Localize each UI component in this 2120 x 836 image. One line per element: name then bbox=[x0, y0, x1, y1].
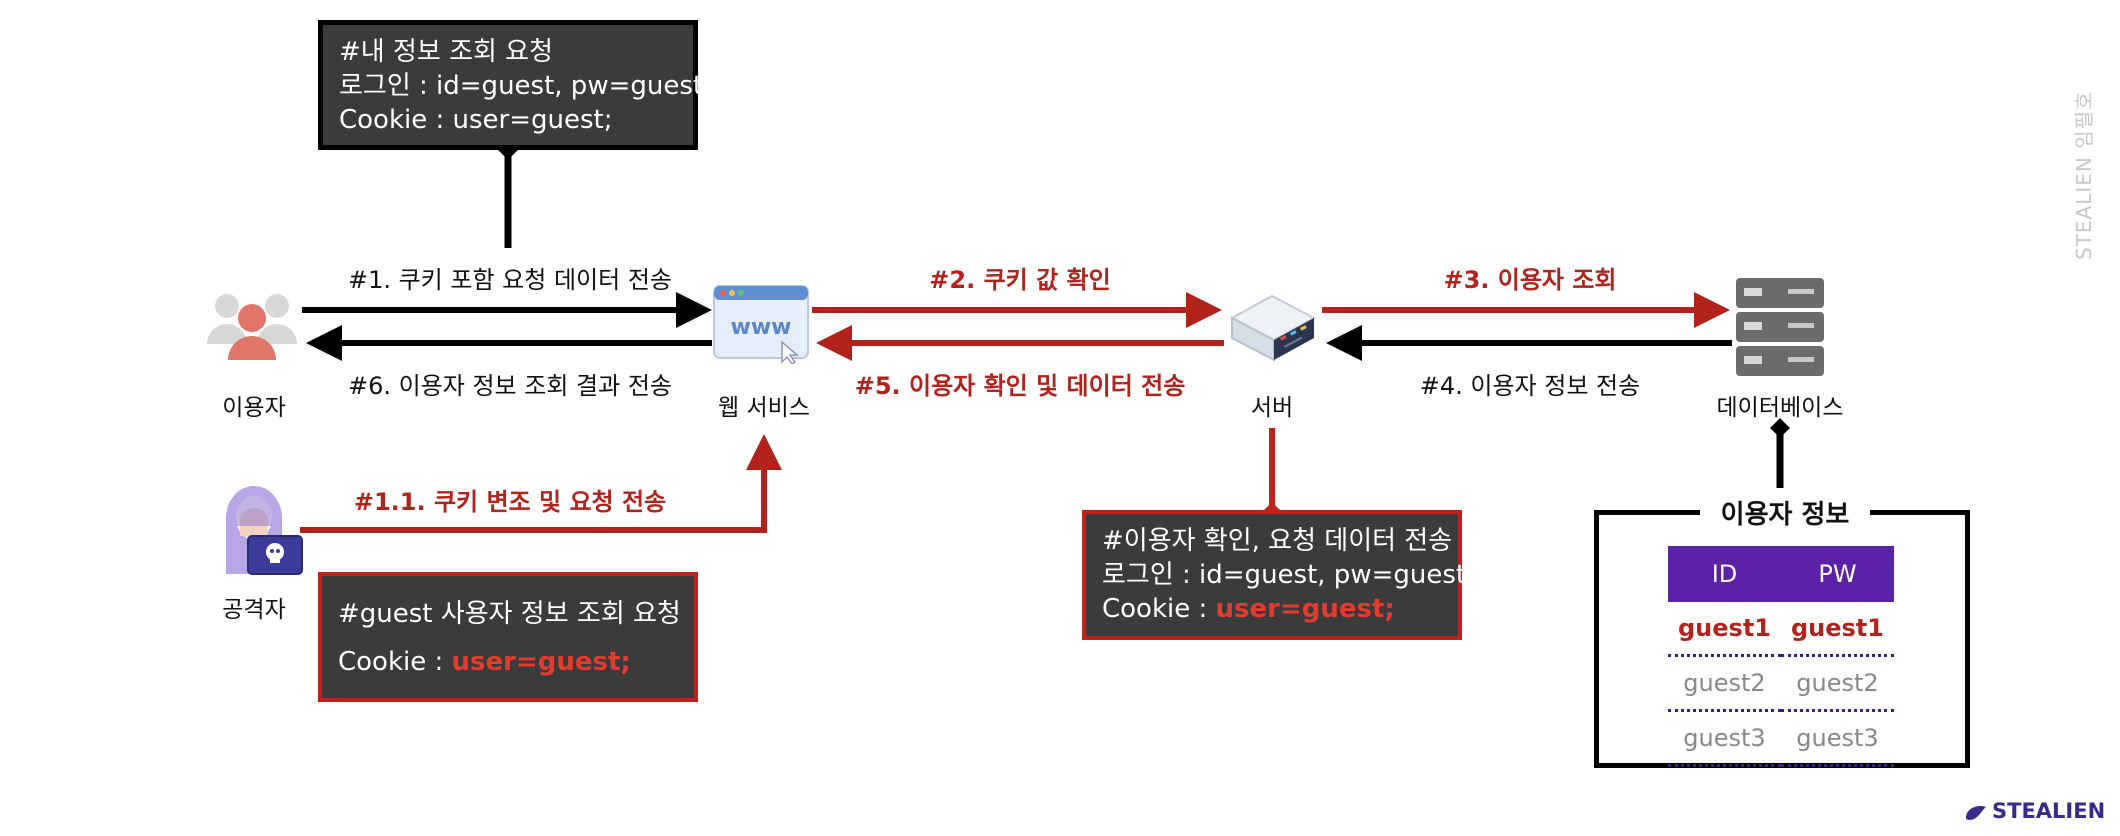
server-check-box: #이용자 확인, 요청 데이터 전송 로그인 : id=guest, pw=gu… bbox=[1082, 510, 1492, 640]
label-step1-1: #1.1. 쿠키 변조 및 요청 전송 bbox=[353, 488, 667, 516]
cell-id: guest1 bbox=[1668, 602, 1781, 657]
brand-name: STEALIEN bbox=[1992, 799, 2105, 823]
table-row: guest1 guest1 bbox=[1668, 602, 1894, 657]
node-label-web-service: 웹 서비스 bbox=[718, 395, 810, 421]
user-info-table: ID PW guest1 guest1 guest2 guest2 guest3… bbox=[1668, 546, 1894, 767]
label-step4: #4. 이용자 정보 전송 bbox=[1419, 372, 1641, 400]
column-header-id: ID bbox=[1668, 546, 1781, 602]
arrow-step1-1 bbox=[300, 434, 782, 533]
server-check-login: 로그인 : id=guest, pw=guest1; bbox=[1102, 560, 1492, 590]
web-service-icon: www bbox=[712, 284, 812, 366]
user-request-login: 로그인 : id=guest, pw=guest1; bbox=[339, 71, 729, 101]
label-step6: #6. 이용자 정보 조회 결과 전송 bbox=[347, 372, 673, 400]
label-step5: #5. 이용자 확인 및 데이터 전송 bbox=[854, 372, 1186, 400]
brand-logo-icon bbox=[1966, 806, 1986, 820]
attacker-cookie-value: user=guest; bbox=[451, 647, 631, 677]
label-step1: #1. 쿠키 포함 요청 데이터 전송 bbox=[347, 266, 673, 294]
node-label-database: 데이터베이스 bbox=[1716, 395, 1844, 421]
cell-pw: guest2 bbox=[1781, 655, 1894, 712]
user-icon bbox=[202, 288, 302, 360]
table-row: guest3 guest3 bbox=[1668, 710, 1894, 767]
attacker-request-box: #guest 사용자 정보 조회 요청 Cookie : user=guest; bbox=[318, 572, 698, 702]
user-request-box: #내 정보 조회 요청 로그인 : id=guest, pw=guest1; C… bbox=[318, 20, 729, 150]
attacker-request-cookie: Cookie : user=guest; bbox=[338, 638, 694, 686]
node-label-user: 이용자 bbox=[222, 395, 286, 421]
column-header-pw: PW bbox=[1781, 546, 1894, 602]
node-label-attacker: 공격자 bbox=[222, 597, 286, 623]
attacker-icon bbox=[204, 478, 304, 578]
cell-pw: guest1 bbox=[1781, 602, 1894, 657]
user-info-title: 이용자 정보 bbox=[1700, 494, 1870, 531]
brand-text: STEALIEN bbox=[1992, 799, 2106, 823]
table-row: guest2 guest2 bbox=[1668, 655, 1894, 712]
server-cookie-label: Cookie : bbox=[1102, 594, 1216, 624]
attacker-cookie-label: Cookie : bbox=[338, 647, 452, 677]
watermark: STEALIEN 임필호 bbox=[2072, 90, 2096, 260]
cell-pw: guest3 bbox=[1781, 710, 1894, 767]
attacker-request-title: #guest 사용자 정보 조회 요청 bbox=[338, 599, 681, 629]
svg-text:www: www bbox=[731, 315, 792, 340]
server-cookie-value: user=guest; bbox=[1215, 594, 1395, 624]
label-step3: #3. 이용자 조회 bbox=[1443, 266, 1617, 294]
database-icon bbox=[1734, 276, 1826, 378]
user-request-title: #내 정보 조회 요청 bbox=[339, 37, 554, 67]
label-step2: #2. 쿠키 값 확인 bbox=[929, 266, 1111, 294]
server-check-title: #이용자 확인, 요청 데이터 전송 bbox=[1102, 526, 1453, 556]
server-icon bbox=[1224, 288, 1320, 364]
node-label-server: 서버 bbox=[1250, 395, 1294, 421]
user-request-cookie: Cookie : user=guest; bbox=[339, 105, 613, 135]
cell-id: guest2 bbox=[1668, 655, 1781, 712]
cell-id: guest3 bbox=[1668, 710, 1781, 767]
server-check-cookie: Cookie : user=guest; bbox=[1102, 592, 1458, 626]
